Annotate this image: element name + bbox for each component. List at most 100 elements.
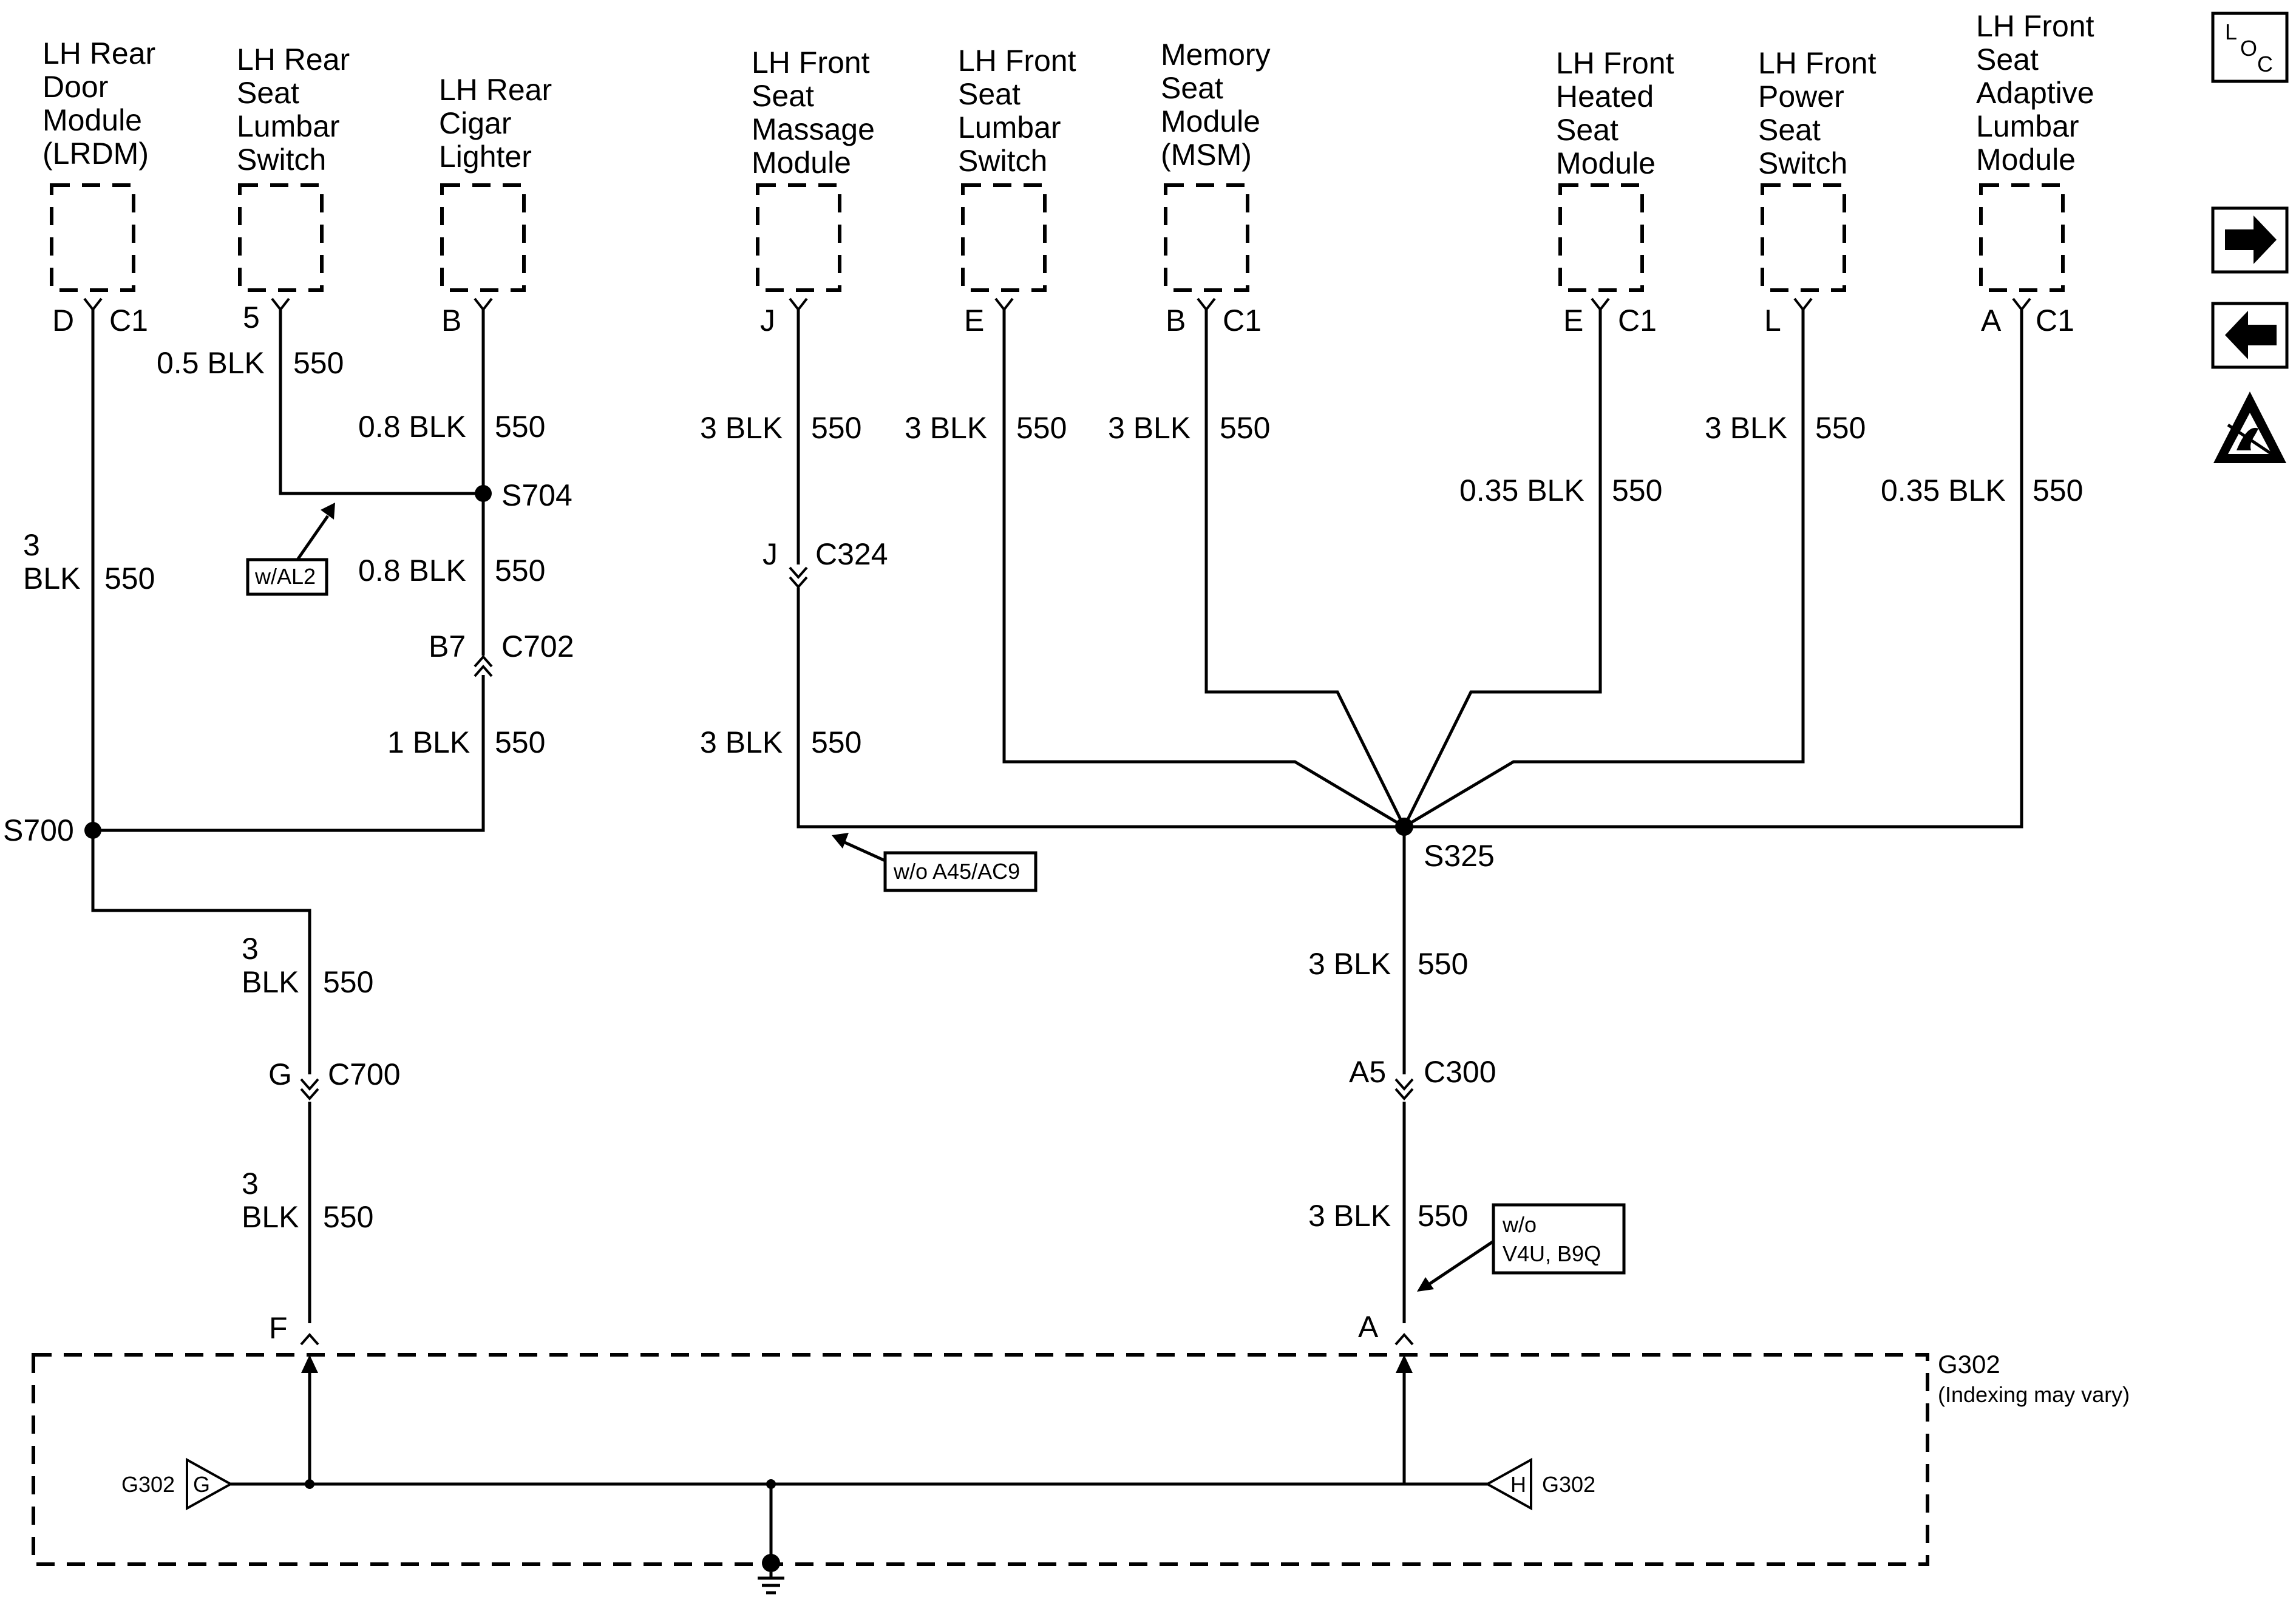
svg-text:0.8 BLK: 0.8 BLK: [358, 554, 466, 588]
svg-text:3 BLK: 3 BLK: [700, 725, 783, 759]
svg-text:Lumbar: Lumbar: [1976, 109, 2079, 143]
arrow-right-icon: [2225, 215, 2277, 264]
component-massage-module-label: LH Front Seat Massage Module: [752, 46, 875, 180]
svg-text:LH Rear: LH Rear: [439, 73, 552, 107]
cigar-lighter-box: [440, 183, 526, 292]
svg-text:Door: Door: [42, 70, 108, 104]
svg-text:LH Rear: LH Rear: [237, 42, 350, 76]
svg-text:E: E: [964, 303, 984, 337]
component-power-seat-label: LH Front Power Seat Switch: [1758, 46, 1877, 180]
ground-label: G302: [1938, 1350, 2000, 1378]
svg-text:LH Front: LH Front: [752, 46, 870, 80]
svg-text:550: 550: [323, 1200, 373, 1234]
pin-power: [1793, 297, 1813, 312]
svg-text:Module: Module: [42, 103, 142, 137]
svg-text:5: 5: [243, 300, 260, 334]
inline-connectors: B7 C702 J C324 G C700 A5 C300: [268, 537, 1496, 1101]
lrdm-box: [50, 183, 135, 292]
svg-text:LH Front: LH Front: [1758, 46, 1877, 80]
svg-text:C702: C702: [501, 629, 574, 663]
svg-text:550: 550: [1612, 473, 1662, 507]
svg-text:BLK: BLK: [242, 1200, 299, 1234]
pin-connectors: [83, 297, 2031, 312]
pin-lrdm: [83, 297, 103, 312]
svg-text:3 BLK: 3 BLK: [1108, 411, 1190, 445]
svg-text:1 BLK: 1 BLK: [387, 725, 470, 759]
svg-text:550: 550: [1418, 1199, 1468, 1233]
svg-text:E: E: [1563, 303, 1583, 337]
wire-msm: [1204, 310, 1406, 828]
svg-text:A5: A5: [1349, 1055, 1386, 1089]
svg-text:Lighter: Lighter: [439, 140, 532, 174]
svg-text:L: L: [2225, 19, 2237, 44]
arrow-left-icon: [2225, 311, 2277, 359]
option-callout-a45: w/o A45/AC9: [832, 833, 1038, 892]
svg-text:550: 550: [323, 965, 373, 999]
svg-text:C1: C1: [2036, 303, 2074, 337]
svg-text:Module: Module: [1976, 143, 2076, 177]
pin-heated: [1591, 297, 1610, 312]
svg-text:550: 550: [495, 410, 545, 444]
svg-text:L: L: [1764, 303, 1781, 337]
svg-text:B: B: [441, 303, 461, 337]
svg-text:Seat: Seat: [1976, 42, 2039, 76]
svg-text:A: A: [1358, 1310, 1379, 1344]
splice-s700-dot: [84, 822, 101, 839]
svg-text:J: J: [763, 537, 778, 571]
svg-text:BLK: BLK: [23, 561, 81, 595]
wire-massage-low: [796, 588, 1404, 829]
svg-text:C324: C324: [815, 537, 888, 571]
svg-text:Lumbar: Lumbar: [958, 110, 1061, 144]
pin-cigar: [474, 297, 493, 312]
svg-text:550: 550: [811, 411, 861, 445]
svg-text:G: G: [268, 1057, 292, 1091]
svg-text:Module: Module: [752, 146, 851, 180]
svg-text:LH Front: LH Front: [958, 44, 1076, 78]
wire-front-lumbar: [1002, 310, 1405, 829]
svg-text:Module: Module: [1161, 104, 1260, 138]
svg-text:(MSM): (MSM): [1161, 138, 1252, 172]
svg-text:C1: C1: [1223, 303, 1262, 337]
pin-adaptive: [2012, 297, 2031, 312]
svg-text:550: 550: [1815, 411, 1866, 445]
svg-text:F: F: [269, 1311, 288, 1345]
svg-text:550: 550: [811, 725, 861, 759]
rear-lumbar-box: [238, 183, 324, 292]
svg-text:550: 550: [1220, 411, 1270, 445]
esd-warning-icon: [2213, 392, 2286, 463]
next-page-button[interactable]: [2211, 206, 2289, 274]
pin-rear-lumbar: [271, 297, 290, 312]
splice-s700-label: S700: [3, 813, 74, 847]
svg-text:J: J: [760, 303, 775, 337]
pin-massage: [789, 297, 808, 312]
ground-note: (Indexing may vary): [1938, 1382, 2130, 1407]
component-lrdm-label: LH Rear Door Module (LRDM): [42, 36, 155, 171]
heated-seat-box: [1558, 183, 1644, 292]
svg-text:Seat: Seat: [1556, 113, 1618, 147]
svg-text:LH Front: LH Front: [1976, 9, 2094, 43]
adaptive-lumbar-box: [1979, 183, 2065, 292]
svg-text:Module: Module: [1556, 146, 1656, 180]
ground-terminal-g: [186, 1457, 234, 1511]
svg-text:Seat: Seat: [1161, 71, 1223, 105]
pin-labels: D C1 5 B J E B C1 E C1 L A C1: [52, 300, 2074, 337]
svg-text:(LRDM): (LRDM): [42, 137, 149, 171]
svg-text:G: G: [193, 1472, 210, 1497]
svg-text:BLK: BLK: [242, 965, 299, 999]
c300-symbol: [1394, 1078, 1414, 1101]
loc-button[interactable]: L O C: [2211, 12, 2289, 83]
svg-text:Seat: Seat: [958, 77, 1021, 111]
component-heated-seat-label: LH Front Heated Seat Module: [1556, 46, 1674, 180]
svg-text:550: 550: [293, 346, 344, 380]
pin-msm: [1197, 297, 1216, 312]
prev-page-button[interactable]: [2211, 302, 2289, 369]
svg-text:3: 3: [242, 1167, 259, 1201]
option-callout-v4u: w/o V4U, B9Q: [1417, 1203, 1626, 1292]
wire-cigar-low: [93, 675, 485, 832]
svg-text:3 BLK: 3 BLK: [1308, 947, 1391, 981]
svg-text:G302: G302: [1542, 1472, 1595, 1497]
option-callout-al2: w/AL2: [246, 503, 335, 596]
svg-text:Switch: Switch: [958, 144, 1047, 178]
svg-text:Seat: Seat: [752, 79, 814, 113]
